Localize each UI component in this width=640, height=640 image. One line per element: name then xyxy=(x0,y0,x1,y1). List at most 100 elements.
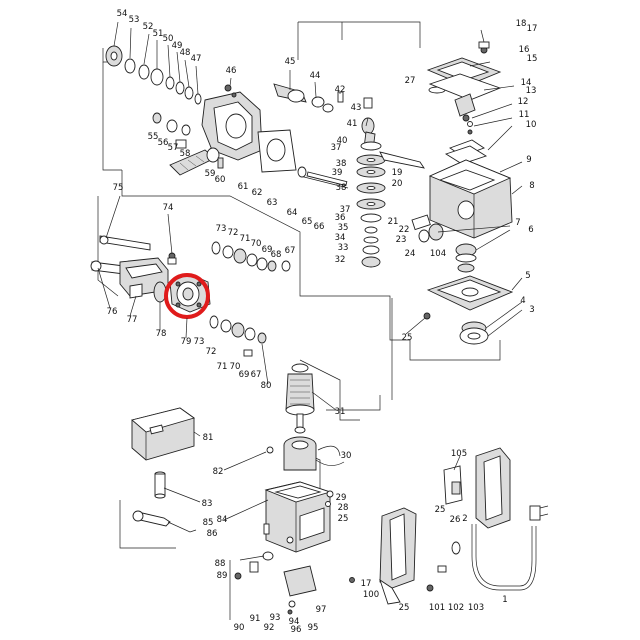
callout-43: 43 xyxy=(351,103,362,113)
callout-105: 105 xyxy=(451,449,467,459)
callout-4: 4 xyxy=(520,296,525,306)
callout-79: 79 xyxy=(181,337,192,347)
part-49-ring xyxy=(175,81,185,95)
callout-104: 104 xyxy=(430,249,446,259)
armature xyxy=(285,363,315,434)
callout-97: 97 xyxy=(316,605,327,615)
callout-5: 5 xyxy=(525,271,530,281)
callout-25d: 25 xyxy=(399,603,410,613)
callout-62: 62 xyxy=(252,188,263,198)
callout-46: 46 xyxy=(226,66,237,76)
callout-37a: 37 xyxy=(331,143,342,153)
callout-25c: 25 xyxy=(435,505,446,515)
callout-13: 13 xyxy=(526,86,537,96)
callout-71b: 71 xyxy=(217,362,228,372)
piston-assembly xyxy=(273,83,376,151)
highlight-circle[interactable] xyxy=(164,273,210,319)
callout-40: 40 xyxy=(337,136,348,146)
bottom-fastener-group xyxy=(234,490,434,615)
wrench xyxy=(132,510,197,533)
main-housing xyxy=(411,159,513,273)
callout-67b: 67 xyxy=(251,370,262,380)
callout-60: 60 xyxy=(215,175,226,185)
callout-31: 31 xyxy=(335,407,346,417)
callout-33: 33 xyxy=(338,243,349,253)
gear-train-assembly xyxy=(105,45,202,105)
callout-65: 65 xyxy=(302,217,313,227)
callout-12: 12 xyxy=(518,97,529,107)
callout-73a: 73 xyxy=(216,224,227,234)
callout-84: 84 xyxy=(217,515,228,525)
callout-44: 44 xyxy=(310,71,321,81)
upper-fastener-row xyxy=(211,241,291,272)
callout-labels: 54 53 52 51 50 49 48 47 46 45 44 42 43 4… xyxy=(107,9,538,635)
crank-housing xyxy=(201,84,297,173)
callout-32: 32 xyxy=(335,255,346,265)
callout-93: 93 xyxy=(270,613,281,623)
callout-25b: 25 xyxy=(338,514,349,524)
leader-lines xyxy=(97,21,523,561)
callout-41: 41 xyxy=(347,119,358,129)
callout-101: 101 xyxy=(429,603,445,613)
callout-76: 76 xyxy=(107,307,118,317)
callout-35: 35 xyxy=(338,223,349,233)
callout-96: 96 xyxy=(291,625,302,635)
callout-17: 17 xyxy=(527,24,538,34)
callout-47: 47 xyxy=(191,54,202,64)
callout-25a: 25 xyxy=(402,333,413,343)
callout-69b: 69 xyxy=(239,370,250,380)
callout-58: 58 xyxy=(180,149,191,159)
callout-86: 86 xyxy=(207,529,218,539)
callout-2: 2 xyxy=(462,514,467,524)
callout-102: 102 xyxy=(448,603,464,613)
callout-16: 16 xyxy=(519,45,530,55)
callout-48: 48 xyxy=(180,48,191,58)
callout-89: 89 xyxy=(217,571,228,581)
callout-23: 23 xyxy=(396,235,407,245)
callout-70b: 70 xyxy=(230,362,241,372)
callout-69a: 69 xyxy=(262,245,273,255)
lower-fastener-row xyxy=(209,315,267,357)
callout-28: 28 xyxy=(338,503,349,513)
carrying-case xyxy=(131,407,196,461)
top-cover-assembly xyxy=(379,41,502,169)
callout-7: 7 xyxy=(515,218,520,228)
callout-68: 68 xyxy=(271,250,282,260)
callout-95: 95 xyxy=(308,623,319,633)
callout-81: 81 xyxy=(203,433,214,443)
callout-3: 3 xyxy=(529,305,534,315)
callout-38a: 38 xyxy=(336,159,347,169)
part-53-washer xyxy=(124,58,136,74)
callout-54: 54 xyxy=(117,9,128,19)
tool-holder-assembly xyxy=(90,235,177,303)
part-50-ring xyxy=(165,76,175,90)
callout-9: 9 xyxy=(526,155,531,165)
callout-39: 39 xyxy=(332,168,343,178)
callout-26: 26 xyxy=(450,515,461,525)
callout-50: 50 xyxy=(163,34,174,44)
callout-51: 51 xyxy=(153,29,164,39)
callout-34: 34 xyxy=(335,233,346,243)
callout-36: 36 xyxy=(335,213,346,223)
callout-82: 82 xyxy=(213,467,224,477)
callout-19: 19 xyxy=(392,168,403,178)
handle xyxy=(379,507,417,605)
part-51-bearing xyxy=(150,68,164,86)
callout-83: 83 xyxy=(202,499,213,509)
callout-53: 53 xyxy=(129,15,140,25)
callout-10: 10 xyxy=(526,120,537,130)
callout-73b: 73 xyxy=(194,337,205,347)
callout-56: 56 xyxy=(158,138,169,148)
callout-75: 75 xyxy=(113,183,124,193)
switch-handle-and-cord xyxy=(437,447,549,591)
field-coil xyxy=(266,436,345,471)
callout-8: 8 xyxy=(529,181,534,191)
callout-91: 91 xyxy=(250,614,261,624)
callout-30: 30 xyxy=(341,451,352,461)
callout-59: 59 xyxy=(205,169,216,179)
callout-90: 90 xyxy=(234,623,245,633)
callout-49: 49 xyxy=(172,41,183,51)
callout-92: 92 xyxy=(264,623,275,633)
part-52-ring xyxy=(138,64,150,80)
